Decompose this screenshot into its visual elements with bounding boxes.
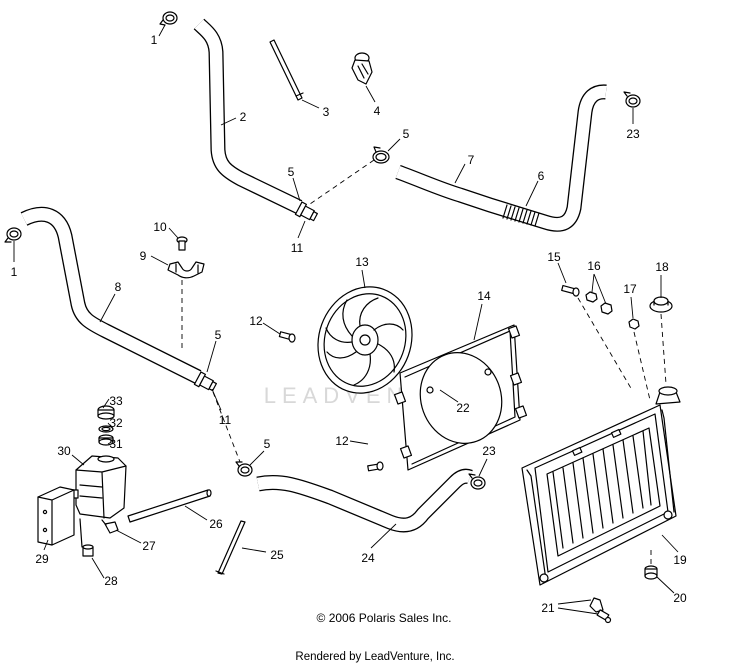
- bolt-part-15: [561, 284, 580, 297]
- callout-24[interactable]: 24: [361, 551, 375, 565]
- callout-8[interactable]: 8: [115, 280, 122, 294]
- fitting-part-21: [589, 597, 612, 624]
- fitting-part-27: [101, 519, 119, 534]
- callout-9[interactable]: 9: [140, 249, 147, 263]
- radiator-cap-part-18: [649, 296, 673, 313]
- callout-23-lower[interactable]: 23: [482, 444, 496, 458]
- callout-1-left[interactable]: 1: [11, 265, 18, 279]
- callout-5-upper-right[interactable]: 5: [403, 127, 410, 141]
- callout-26[interactable]: 26: [209, 517, 223, 531]
- callout-15[interactable]: 15: [547, 250, 561, 264]
- fan-part-13: [317, 286, 413, 394]
- credit-text: Rendered by LeadVenture, Inc.: [295, 651, 454, 663]
- callout-33[interactable]: 33: [109, 394, 123, 408]
- callout-4[interactable]: 4: [374, 104, 381, 118]
- callout-28[interactable]: 28: [104, 574, 118, 588]
- callout-21[interactable]: 21: [541, 601, 555, 615]
- callouts: 1 2 3 4 5 7 6 23 5 11 1 10 9 8 13 14 15 …: [11, 33, 687, 615]
- callout-5-lower[interactable]: 5: [264, 437, 271, 451]
- assembly-dashed-lines: [181, 159, 667, 565]
- hose-part-2: [199, 24, 318, 222]
- callout-12-upper[interactable]: 12: [249, 314, 263, 328]
- nut-part-16: [585, 291, 613, 315]
- push-clip-part-4: [351, 52, 373, 85]
- callout-3[interactable]: 3: [323, 105, 330, 119]
- callout-7[interactable]: 7: [468, 153, 475, 167]
- ring-part-31: [98, 434, 114, 446]
- clamp-part-5-upper: [372, 146, 390, 164]
- callout-6[interactable]: 6: [538, 169, 545, 183]
- callout-22[interactable]: 22: [456, 401, 470, 415]
- clamp-part-1-top: [159, 11, 178, 26]
- callout-11-upper[interactable]: 11: [291, 241, 304, 255]
- copyright-text: © 2006 Polaris Sales Inc.: [317, 611, 452, 625]
- clamp-part-1-left: [4, 227, 22, 243]
- callout-10[interactable]: 10: [153, 220, 167, 234]
- drain-plug-part-20: [644, 565, 658, 580]
- callout-2[interactable]: 2: [240, 110, 247, 124]
- bracket-part-9: [167, 261, 205, 279]
- callout-14[interactable]: 14: [477, 289, 491, 303]
- rod-part-25: [215, 520, 246, 575]
- callout-18[interactable]: 18: [655, 260, 669, 274]
- hose-part-24: [258, 476, 470, 525]
- callout-29[interactable]: 29: [35, 552, 49, 566]
- shroud-part-14: [393, 324, 528, 471]
- reservoir-cap-part-33: [97, 405, 115, 420]
- bolt-part-10: [176, 236, 188, 251]
- tube-part-26: [127, 489, 212, 523]
- radiator-part-19: [521, 386, 681, 586]
- callout-20[interactable]: 20: [673, 591, 687, 605]
- callout-12-lower[interactable]: 12: [335, 434, 349, 448]
- callout-16[interactable]: 16: [587, 259, 601, 273]
- callout-17[interactable]: 17: [623, 282, 637, 296]
- clamp-part-5-lower: [235, 461, 253, 477]
- hose-part-8: [24, 214, 217, 392]
- hose-part-6-7: [398, 92, 606, 226]
- callout-5-middle[interactable]: 5: [215, 328, 222, 342]
- callout-25[interactable]: 25: [270, 548, 284, 562]
- callout-19[interactable]: 19: [673, 553, 687, 567]
- callout-1-top[interactable]: 1: [151, 33, 158, 47]
- callout-leader-lines: [13, 24, 679, 615]
- rod-part-3: [269, 39, 304, 101]
- callout-31[interactable]: 31: [109, 437, 123, 451]
- clamp-part-23-upper: [623, 91, 641, 108]
- callout-13[interactable]: 13: [355, 255, 369, 269]
- bolt-part-12-lower: [367, 461, 384, 472]
- callout-27[interactable]: 27: [142, 539, 156, 553]
- clamp-part-23-lower: [468, 473, 486, 490]
- callout-30[interactable]: 30: [57, 444, 71, 458]
- callout-32[interactable]: 32: [109, 416, 123, 430]
- callout-23-upper[interactable]: 23: [626, 127, 640, 141]
- ring-part-32: [98, 425, 114, 433]
- callout-5-upper-left[interactable]: 5: [288, 165, 295, 179]
- nut-part-17: [628, 318, 640, 330]
- bolt-part-12-upper: [278, 331, 296, 343]
- bracket-part-29: [37, 486, 75, 546]
- reservoir-part-30: [72, 455, 127, 519]
- fitting-part-28: [79, 518, 94, 557]
- callout-11-lower[interactable]: 11: [219, 413, 232, 427]
